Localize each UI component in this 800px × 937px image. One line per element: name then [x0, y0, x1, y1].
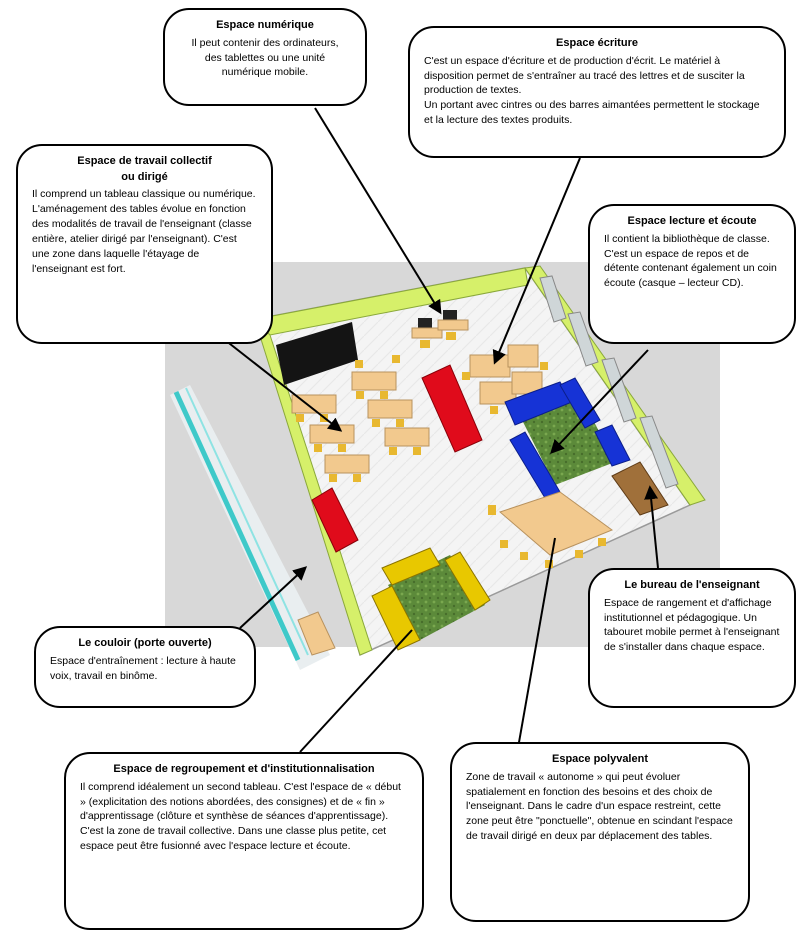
callout-espace-numerique: Espace numérique Il peut contenir des or… — [163, 8, 367, 106]
callout-title: Le bureau de l'enseignant — [624, 579, 760, 591]
callout-title: Espace numérique — [216, 19, 314, 31]
collective-tables — [291, 355, 430, 482]
blue-pouf — [594, 424, 631, 467]
callout-title: Le couloir (porte ouverte) — [78, 637, 212, 649]
teacher-desk — [611, 461, 669, 516]
callout-body: Il comprend un tableau classique ou numé… — [32, 188, 256, 275]
callout-body: C'est un espace d'écriture et de product… — [424, 54, 760, 127]
callout-title: Espace de travail collectif ou dirigé — [77, 155, 212, 183]
callout-couloir: Le couloir (porte ouverte) Espace d'entr… — [34, 626, 256, 708]
bench-2 — [381, 547, 441, 586]
computers — [411, 310, 469, 348]
callout-body: Espace de rangement et d'affichage insti… — [604, 596, 780, 654]
callout-title: Espace écriture — [556, 37, 638, 49]
callout-espace-polyvalent: Espace polyvalent Zone de travail « auto… — [450, 742, 750, 922]
callout-body: Espace d'entraînement : lecture à haute … — [50, 654, 236, 682]
polyvalent-tables — [488, 491, 614, 568]
callout-espace-regroupement: Espace de regroupement et d'institutionn… — [64, 752, 424, 930]
red-cabinet — [421, 364, 483, 453]
callout-title: Espace polyvalent — [552, 753, 648, 765]
red-shelf — [311, 487, 359, 553]
callout-body: Il contient la bibliothèque de classe. C… — [604, 232, 777, 290]
callout-espace-ecriture: Espace écriture C'est un espace d'écritu… — [408, 26, 786, 158]
callout-bureau-enseignant: Le bureau de l'enseignant Espace de rang… — [588, 568, 796, 708]
callout-body: Il peut contenir des ordinateurs, des ta… — [191, 36, 339, 79]
bench-3 — [444, 551, 491, 611]
callout-espace-collectif: Espace de travail collectif ou dirigé Il… — [16, 144, 273, 344]
callout-title: Espace lecture et écoute — [627, 215, 757, 227]
callout-body: Il comprend idéalement un second tableau… — [80, 780, 401, 853]
windows — [539, 275, 679, 489]
blue-sofa-3 — [559, 377, 601, 429]
blackboard — [276, 322, 358, 385]
callout-espace-lecture: Espace lecture et écoute Il contient la … — [588, 204, 796, 344]
callout-title: Espace de regroupement et d'institutionn… — [113, 763, 375, 775]
callout-body: Zone de travail « autonome » qui peut év… — [466, 770, 733, 843]
corridor-table — [297, 611, 336, 656]
pointer-lines — [224, 107, 659, 753]
corridor-rail — [173, 390, 301, 662]
